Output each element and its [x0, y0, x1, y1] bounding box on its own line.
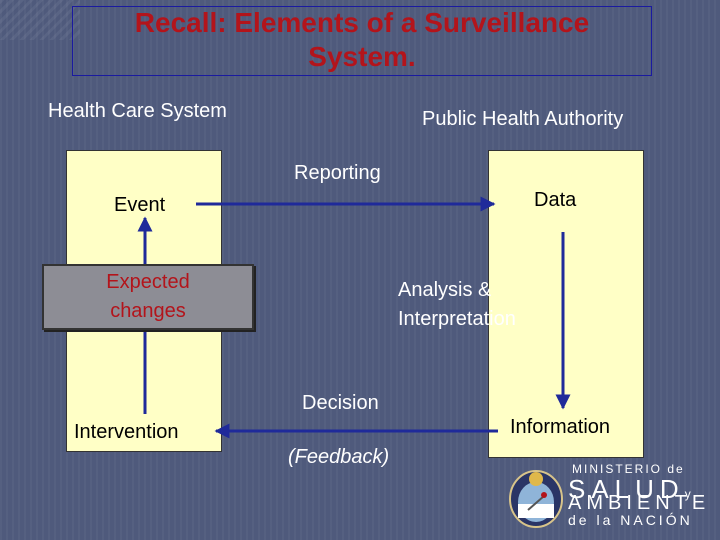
expected-line-1: Expected	[106, 271, 190, 293]
feedback-label: (Feedback)	[288, 446, 390, 468]
event-label: Event	[114, 194, 166, 216]
decision-label: Decision	[302, 392, 379, 414]
expected-changes-label: Expected changes	[42, 268, 254, 326]
title-line-1: Recall: Elements of a Surveillance	[134, 7, 590, 38]
health-care-system-label: Health Care System	[48, 100, 227, 122]
expected-changes-box	[42, 264, 254, 330]
logo-ministerio: MINISTERIO de	[572, 462, 685, 476]
public-health-authority-label: Public Health Authority	[422, 108, 624, 130]
argentina-seal-icon	[509, 470, 563, 528]
logo-ambiente: AMBIENTE	[568, 492, 711, 514]
title-frame	[72, 6, 652, 76]
logo-nacion: de la NACIÓN	[568, 512, 693, 528]
reporting-label: Reporting	[294, 162, 381, 184]
information-label: Information	[510, 416, 611, 438]
logo-salud-y: y	[684, 487, 691, 501]
data-label: Data	[534, 189, 577, 211]
analysis-interpretation-label: Analysis & Interpretation	[398, 276, 516, 334]
expected-line-2: changes	[110, 300, 186, 322]
corner-pattern	[0, 0, 80, 40]
analysis-line-1: Analysis &	[398, 279, 492, 301]
logo-salud: SALUDy	[568, 474, 691, 505]
analysis-line-2: Interpretation	[398, 308, 516, 330]
slide-title: Recall: Elements of a Surveillance Syste…	[72, 6, 652, 74]
intervention-label: Intervention	[74, 421, 179, 443]
title-line-2: System.	[308, 41, 416, 72]
logo-salud-word: SALUD	[568, 474, 685, 504]
